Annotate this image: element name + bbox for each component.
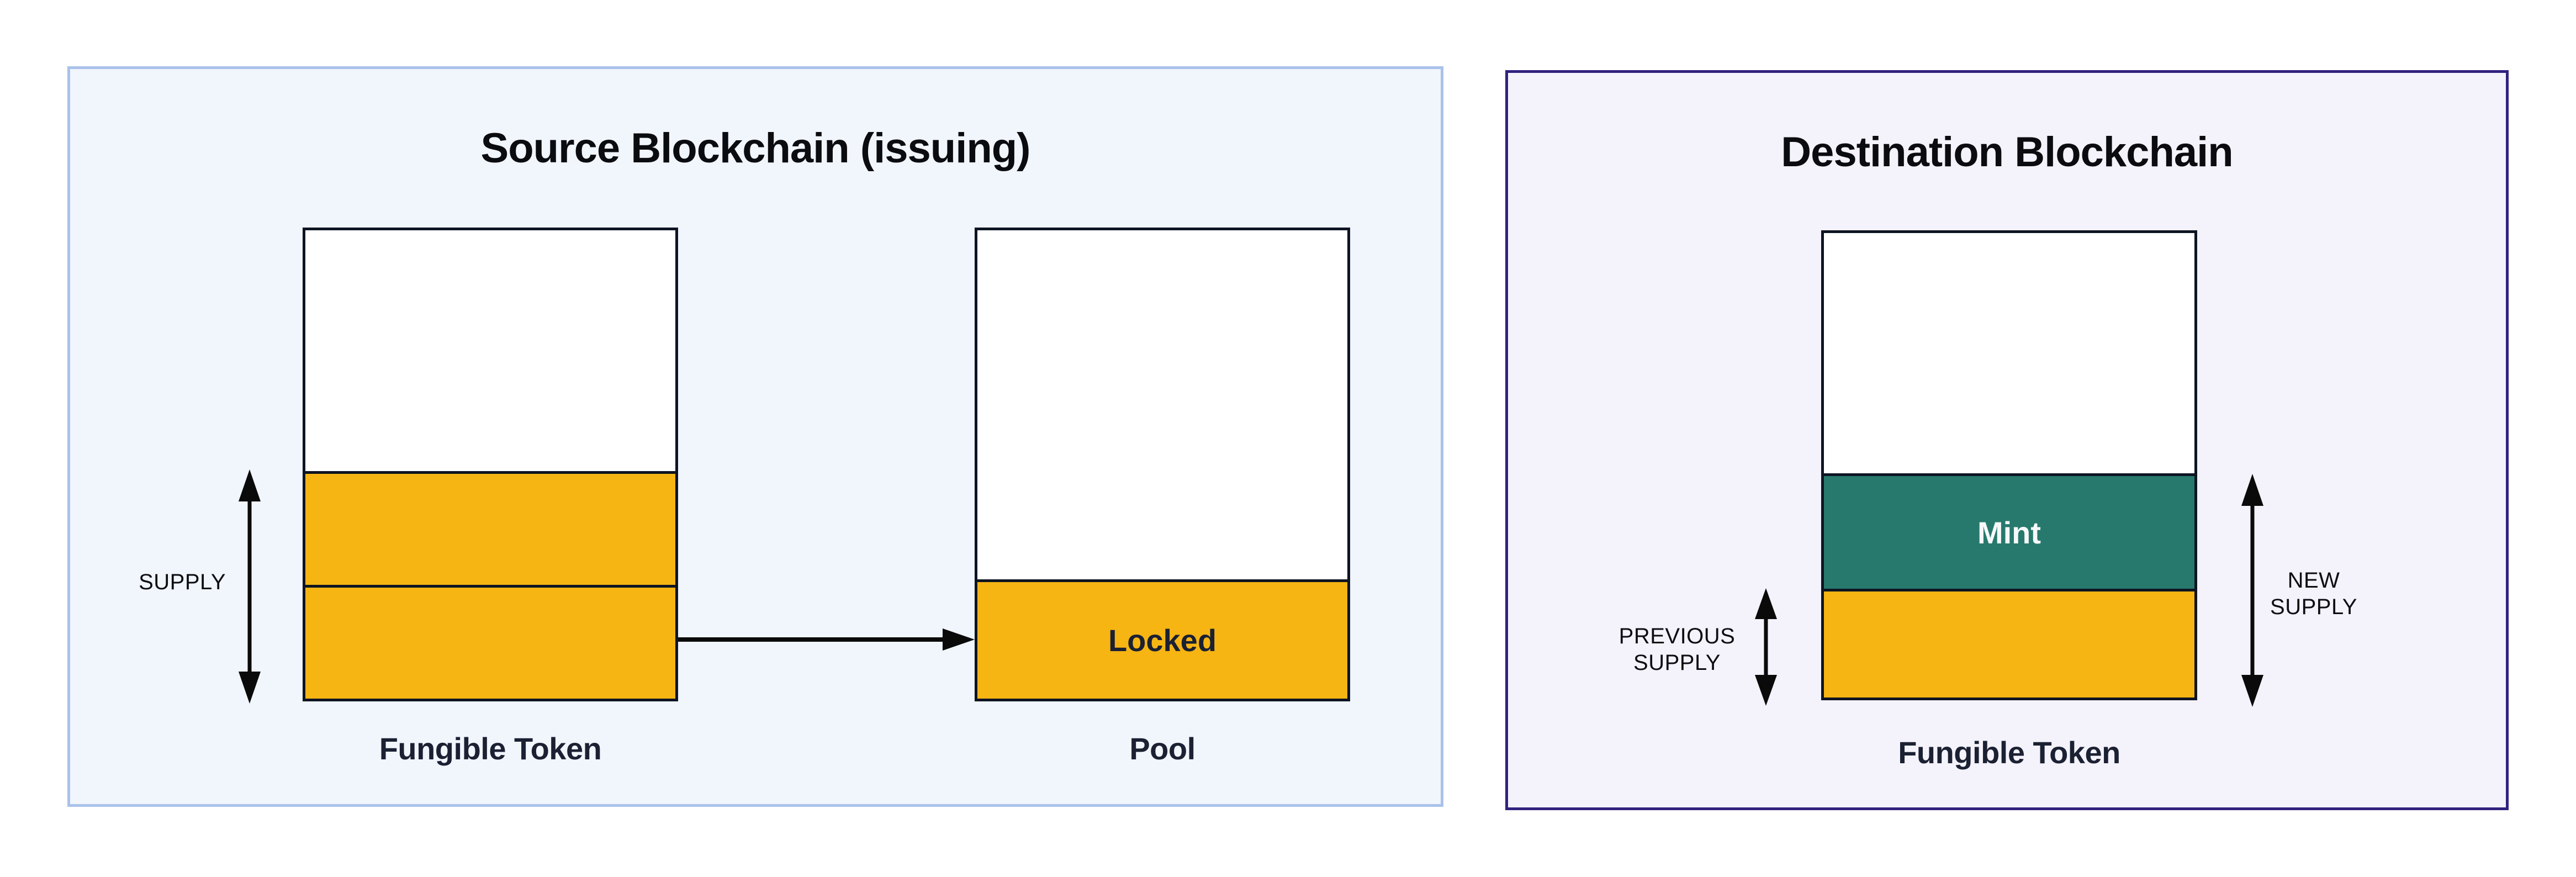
- supply-label: SUPPLY: [139, 570, 226, 594]
- destination-blockchain-panel: Destination Blockchain Mint PREVIOUS SUP…: [1505, 70, 2509, 810]
- previous-supply-label-line1: PREVIOUS: [1618, 624, 1736, 648]
- previous-supply-range-arrow-icon: [1755, 588, 1777, 706]
- pool-empty-section: [977, 230, 1347, 579]
- locked-label: Locked: [1108, 623, 1217, 658]
- source-panel-title: Source Blockchain (issuing): [480, 125, 1031, 172]
- destination-fungible-token-box: Mint: [1821, 230, 2197, 700]
- destination-panel-title: Destination Blockchain: [1781, 129, 2233, 176]
- new-supply-label: NEW SUPPLY: [2209, 567, 2419, 620]
- source-token-supply-upper-section: [305, 471, 675, 585]
- destination-fungible-token-caption: Fungible Token: [1898, 735, 2120, 770]
- pool-box: Locked: [975, 228, 1350, 701]
- pool-locked-section: Locked: [977, 579, 1347, 699]
- previous-supply-label: PREVIOUS SUPPLY: [1572, 623, 1782, 676]
- lock-transfer-arrow-icon: [678, 628, 975, 651]
- destination-token-previous-supply-section: [1824, 589, 2194, 698]
- destination-token-mint-section: Mint: [1824, 473, 2194, 589]
- new-supply-label-line1: NEW: [2287, 568, 2340, 593]
- source-blockchain-panel: Source Blockchain (issuing) SUPPLY Locke…: [67, 66, 1443, 807]
- source-fungible-token-caption: Fungible Token: [379, 731, 602, 766]
- source-token-supply-lower-section: [305, 585, 675, 699]
- source-token-empty-section: [305, 230, 675, 471]
- new-supply-label-line2: SUPPLY: [2270, 595, 2357, 619]
- previous-supply-label-line2: SUPPLY: [1633, 651, 1721, 675]
- supply-range-arrow-icon: [239, 469, 261, 704]
- destination-token-empty-section: [1824, 233, 2194, 473]
- source-fungible-token-box: [303, 228, 678, 701]
- mint-label: Mint: [1977, 515, 2041, 550]
- pool-caption: Pool: [1129, 731, 1196, 766]
- new-supply-range-arrow-icon: [2241, 474, 2263, 707]
